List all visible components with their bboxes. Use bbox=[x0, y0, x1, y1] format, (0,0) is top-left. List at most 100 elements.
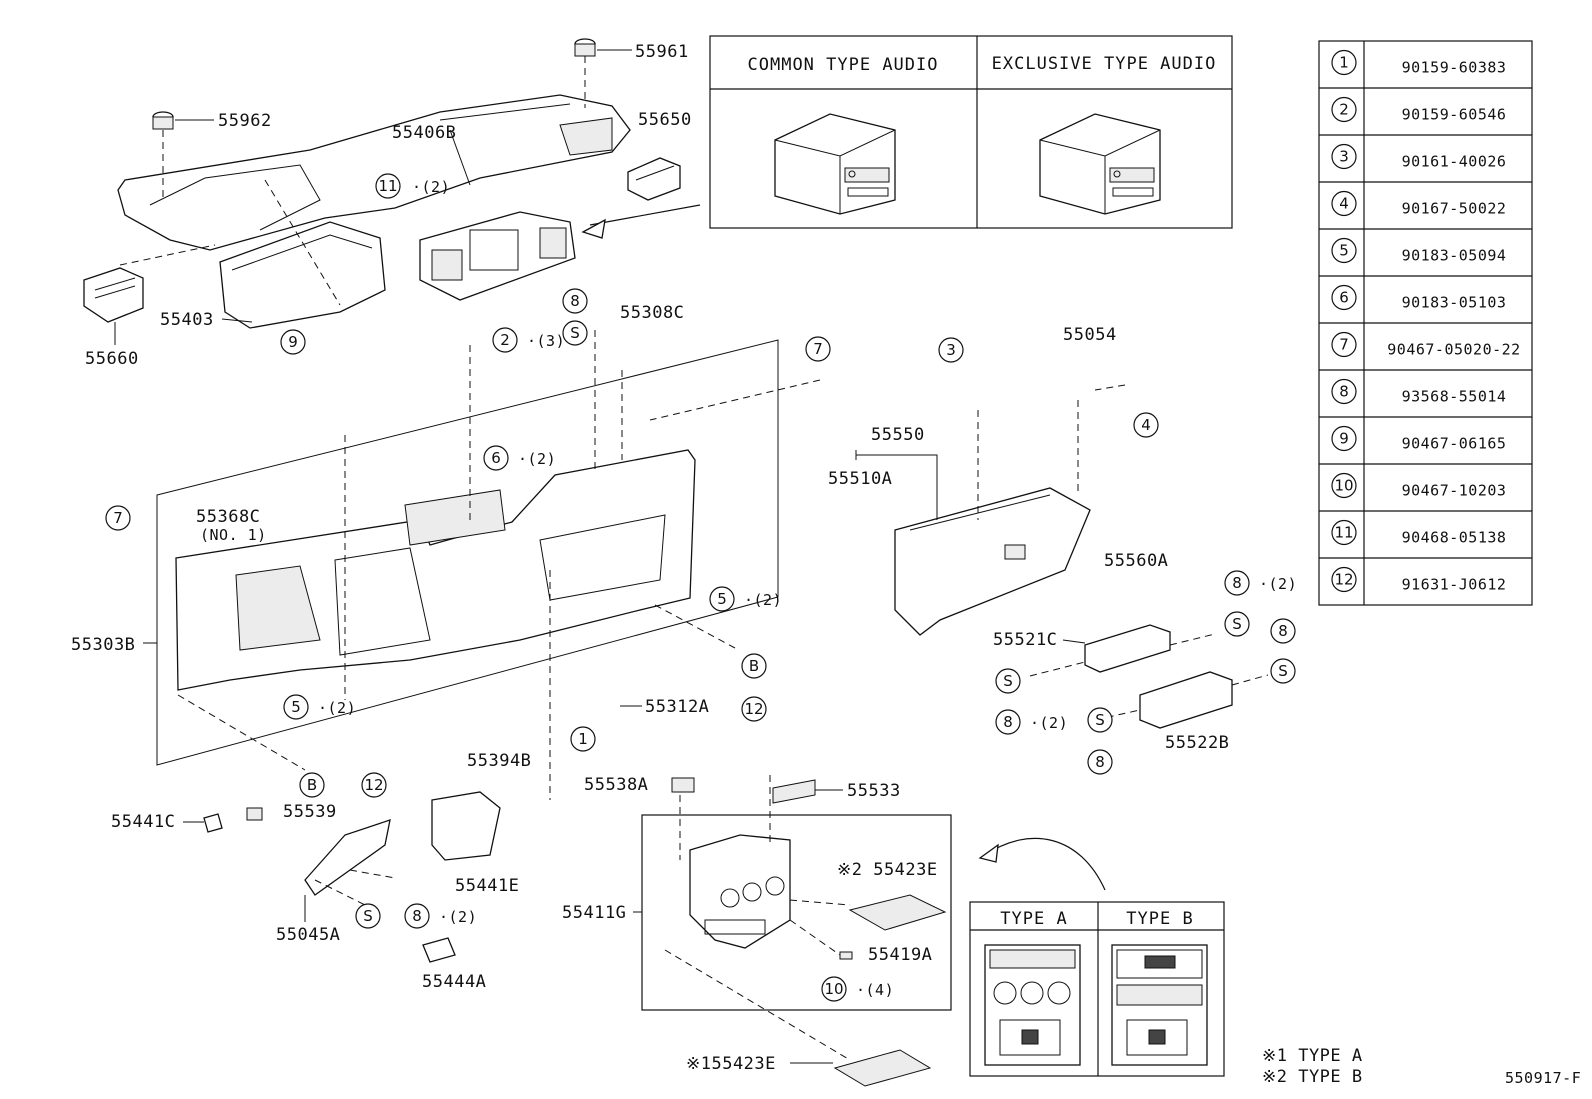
box-55441e bbox=[431, 791, 501, 861]
fastener-part-number: 90183-05103 bbox=[1402, 294, 1507, 312]
fastener-ref: 4 bbox=[1339, 195, 1349, 213]
center-cluster-panel bbox=[419, 211, 576, 301]
clip-55533 bbox=[772, 779, 816, 804]
pad-55423e-type-a bbox=[833, 1049, 932, 1087]
label-55533: 55533 bbox=[847, 781, 901, 801]
clip-55538a bbox=[671, 777, 695, 793]
callout-number: 5 bbox=[291, 698, 301, 716]
fastener-ref-circle bbox=[1331, 566, 1357, 593]
callout-number: S bbox=[1003, 672, 1013, 690]
fastener-part-number: 90159-60383 bbox=[1402, 59, 1507, 77]
label-55444a: 55444A bbox=[422, 972, 486, 992]
cup-holder-55521c bbox=[1084, 624, 1171, 673]
fastener-ref-circle bbox=[1331, 472, 1357, 499]
fastener-ref-circle bbox=[1331, 237, 1357, 264]
callout-quantity: ·(2) bbox=[518, 450, 556, 468]
callout-circle bbox=[570, 726, 596, 752]
callout-number: B bbox=[307, 776, 317, 794]
pocket-55522b bbox=[1139, 671, 1233, 729]
callout-number: 8 bbox=[570, 292, 580, 310]
direction-arrow bbox=[589, 204, 701, 226]
callout-circle bbox=[1224, 570, 1250, 596]
fastener-ref: 1 bbox=[1339, 54, 1349, 72]
fastener-ref-circle bbox=[1331, 143, 1357, 170]
label-55423e-type-a: ※155423E bbox=[686, 1054, 776, 1074]
callout-circle bbox=[995, 709, 1021, 735]
fastener-ref: 2 bbox=[1339, 101, 1349, 119]
fastener-part-number: 90159-60546 bbox=[1402, 106, 1507, 124]
callout-number: 9 bbox=[288, 333, 298, 351]
callout-circle bbox=[1270, 618, 1296, 644]
label-55423e-type-b: ※2 55423E bbox=[837, 860, 938, 880]
curved-arrow bbox=[984, 837, 1106, 891]
callout-circle bbox=[404, 903, 430, 929]
fastener-part-number: 90183-05094 bbox=[1402, 247, 1507, 265]
label-55961: 55961 bbox=[635, 42, 689, 62]
fastener-ref-circle bbox=[1331, 49, 1357, 76]
callout-number: S bbox=[1278, 662, 1288, 680]
callout-number: 3 bbox=[946, 341, 956, 359]
label-55660: 55660 bbox=[85, 349, 139, 369]
callout-quantity: ·(2) bbox=[744, 591, 782, 609]
label-55550: 55550 bbox=[871, 425, 925, 445]
callout-circle bbox=[1087, 749, 1113, 775]
callout-circle bbox=[938, 337, 964, 363]
callout-number: S bbox=[570, 324, 580, 342]
side-vent-right bbox=[627, 157, 681, 201]
fastener-ref: 11 bbox=[1334, 524, 1353, 542]
defroster-nozzle-55962 bbox=[152, 111, 174, 130]
callout-circle bbox=[562, 288, 588, 314]
callout-number: S bbox=[363, 907, 373, 925]
fastener-ref: 7 bbox=[1339, 336, 1349, 354]
label-55411g: 55411G bbox=[562, 903, 626, 923]
callout-quantity: ·(2) bbox=[412, 178, 450, 196]
callout-number: 1 bbox=[578, 730, 588, 748]
defroster-nozzle-55961 bbox=[574, 38, 596, 57]
fastener-ref-circle bbox=[1331, 425, 1357, 452]
fastener-ref-circle bbox=[1331, 378, 1357, 405]
callout-number: 6 bbox=[491, 449, 501, 467]
callout-circle bbox=[355, 903, 381, 929]
fastener-part-number: 90467-10203 bbox=[1402, 482, 1507, 500]
fastener-part-number: 90467-06165 bbox=[1402, 435, 1507, 453]
pad-55423e-type-b bbox=[848, 894, 947, 931]
fastener-ref-circle bbox=[1331, 331, 1357, 358]
callout-number: 8 bbox=[1278, 622, 1288, 640]
label-55522b: 55522B bbox=[1165, 733, 1229, 753]
callout-circle bbox=[492, 327, 518, 353]
label-55539: 55539 bbox=[283, 802, 337, 822]
label-55560a: 55560A bbox=[1104, 551, 1168, 571]
fastener-part-number: 93568-55014 bbox=[1402, 388, 1507, 406]
exclusive-type-audio-header: EXCLUSIVE TYPE AUDIO bbox=[992, 54, 1217, 74]
type-b-panel bbox=[1111, 944, 1208, 1066]
label-55368c-sub: (NO. 1) bbox=[200, 526, 267, 544]
callout-circle bbox=[1270, 658, 1296, 684]
callout-number: 10 bbox=[824, 980, 843, 998]
label-55538a: 55538A bbox=[584, 775, 648, 795]
fastener-part-number: 90468-05138 bbox=[1402, 529, 1507, 547]
audio-type-table: COMMON TYPE AUDIO EXCLUSIVE TYPE AUDIO bbox=[709, 35, 1233, 229]
notes: ※1 TYPE A ※2 TYPE B 550917-F bbox=[1262, 1046, 1581, 1087]
callout-number: 4 bbox=[1141, 416, 1151, 434]
callout-number: S bbox=[1095, 711, 1105, 729]
figure-id: 550917-F bbox=[1505, 1069, 1581, 1087]
label-55303b: 55303B bbox=[71, 635, 135, 655]
clip-55444a bbox=[422, 937, 456, 963]
callout-circle bbox=[105, 505, 131, 531]
callout-quantity: ·(2) bbox=[318, 699, 356, 717]
label-55406b: 55406B bbox=[392, 123, 456, 143]
label-55441c: 55441C bbox=[111, 812, 175, 832]
label-55419a: 55419A bbox=[868, 945, 932, 965]
label-55368c: 55368C bbox=[196, 507, 260, 527]
type-a-panel bbox=[984, 944, 1081, 1066]
fastener-ref-circle bbox=[1331, 519, 1357, 546]
label-55403: 55403 bbox=[160, 310, 214, 330]
label-55054: 55054 bbox=[1063, 325, 1117, 345]
label-55521c: 55521C bbox=[993, 630, 1057, 650]
label-55308c: 55308C bbox=[620, 303, 684, 323]
callout-number: 11 bbox=[378, 177, 397, 195]
label-55394b: 55394B bbox=[467, 751, 531, 771]
callout-quantity: ·(4) bbox=[856, 981, 894, 999]
